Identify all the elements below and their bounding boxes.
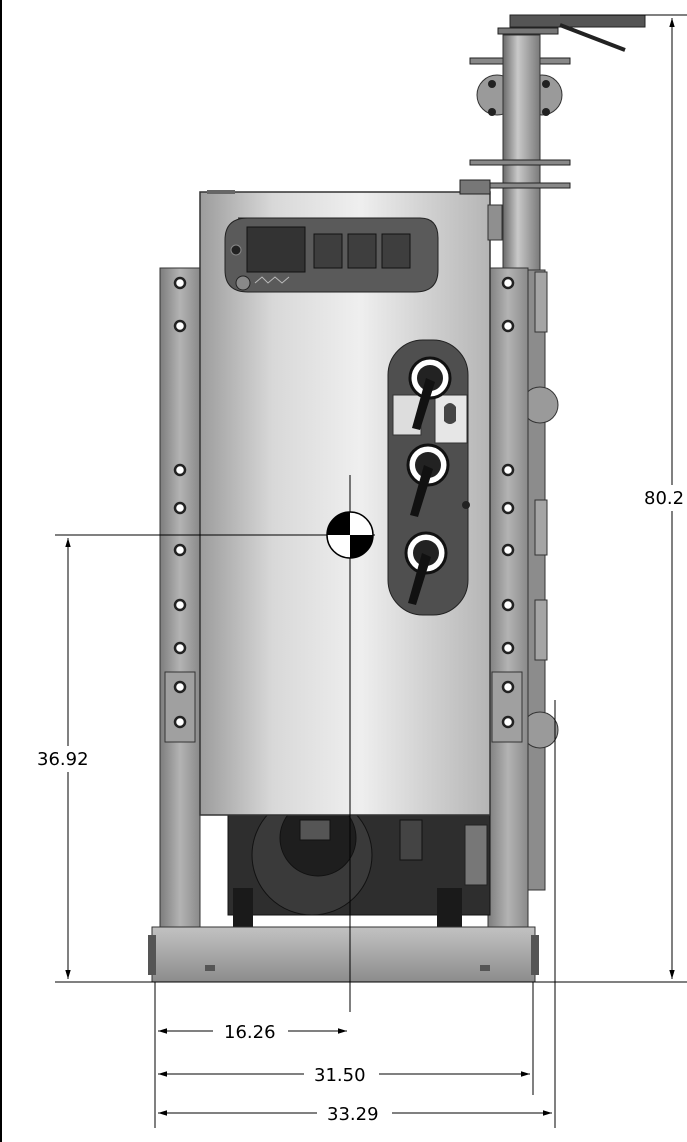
frame-hole <box>501 543 515 557</box>
rotary-handle-icon <box>404 531 448 605</box>
panel-button-2 <box>347 233 377 269</box>
frame-hole <box>173 598 187 612</box>
frame-hole <box>501 641 515 655</box>
panel-button-1 <box>313 233 343 269</box>
rotary-handle-icon <box>408 356 452 430</box>
base-skid <box>148 926 539 983</box>
cog-width-label: 16.26 <box>224 1022 276 1043</box>
frame <box>159 267 529 929</box>
overall-width-label: 33.29 <box>327 1104 379 1125</box>
frame-hole <box>501 463 515 477</box>
frame-hole <box>501 715 515 729</box>
frame-hole <box>173 276 187 290</box>
frame-hole <box>173 501 187 515</box>
frame-hole <box>501 319 515 333</box>
frame-hole <box>501 598 515 612</box>
riser-assembly <box>469 14 646 891</box>
center-of-gravity <box>55 475 375 1012</box>
frame-width-label: 31.50 <box>314 1065 366 1086</box>
display-screen <box>246 226 306 273</box>
frame-hole <box>173 319 187 333</box>
center-of-gravity-icon <box>326 511 374 559</box>
frame-hole <box>501 680 515 694</box>
frame-hole <box>173 463 187 477</box>
frame-hole <box>173 715 187 729</box>
control-panel <box>224 217 439 293</box>
panel-button-3 <box>381 233 411 269</box>
blower-assembly <box>227 794 491 928</box>
frame-hole <box>173 543 187 557</box>
frame-hole <box>173 680 187 694</box>
cog-height-label: 36.92 <box>37 749 89 770</box>
rotary-handle-icon <box>406 443 450 517</box>
frame-hole <box>501 276 515 290</box>
overall-height-label: 80.2 <box>644 488 684 509</box>
frame-holes <box>173 276 515 729</box>
rotary-handles <box>404 356 452 605</box>
frame-hole <box>501 501 515 515</box>
frame-hole <box>173 641 187 655</box>
